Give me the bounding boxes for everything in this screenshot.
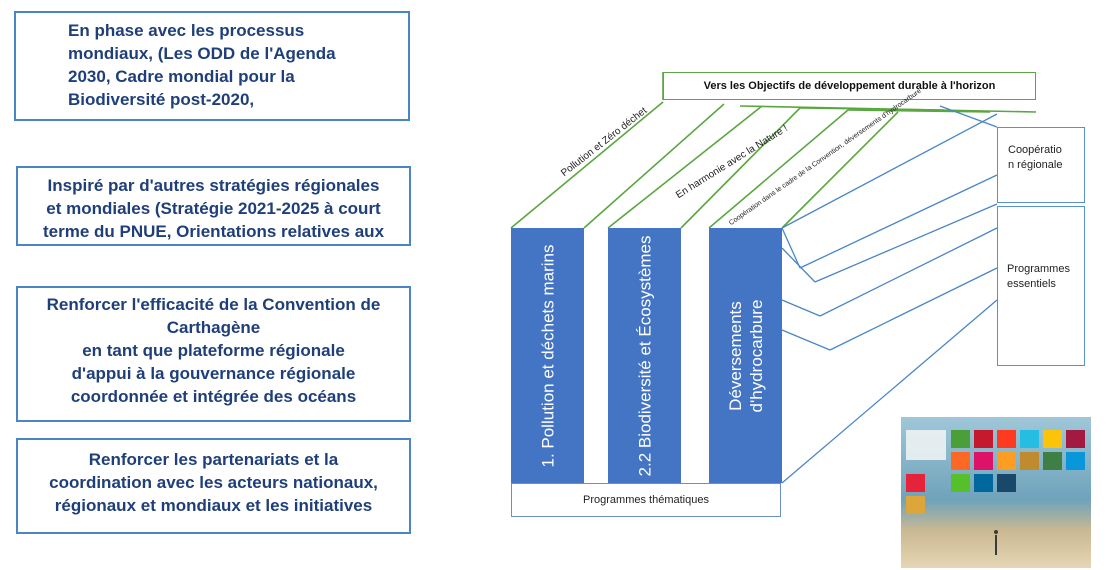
- base-label: Programmes thématiques: [583, 494, 709, 506]
- sdg-tile: [997, 452, 1016, 470]
- inspiration-box: Inspiré par d'autres stratégies régional…: [16, 166, 411, 246]
- box3-line: Renforcer l'efficacité de la Convention …: [46, 295, 381, 314]
- sdg-tile: [997, 474, 1016, 492]
- box3-line: coordonnée et intégrée des océans: [70, 387, 357, 406]
- programmes-line: essentiels: [1007, 278, 1056, 290]
- right-lines: [781, 105, 998, 484]
- box3-line: Carthagène: [166, 318, 261, 337]
- sdg-tile: [951, 474, 970, 492]
- box1-line: mondiaux, (Les ODD de l'Agenda: [68, 44, 336, 63]
- sdg-tile: [951, 452, 970, 470]
- roof-lines: [510, 72, 1037, 229]
- sdg-tile: [906, 474, 925, 492]
- cooperation-line: n régionale: [1008, 159, 1063, 171]
- sdg-tile: [1043, 452, 1062, 470]
- essential-programmes-box: Programmes essentiels: [997, 206, 1085, 366]
- sdg-goal-header: Vers les Objectifs de développement dura…: [663, 72, 1036, 100]
- partnerships-box: Renforcer les partenariats et la coordin…: [16, 438, 411, 534]
- regional-cooperation-box: Coopératio n régionale: [997, 127, 1085, 203]
- sdg-tile: [974, 474, 993, 492]
- box3-line: en tant que plateforme régionale: [82, 341, 345, 360]
- cooperation-line: Coopératio: [1008, 144, 1062, 156]
- sdg-tile: [1020, 430, 1039, 448]
- sdg-tile: [997, 430, 1016, 448]
- pillar-pollution: 1. Pollution et déchets marins: [511, 228, 584, 483]
- box2-line: terme du PNUE, Orientations relatives au…: [42, 222, 385, 241]
- sdg-tile: [906, 496, 925, 514]
- sdg-tile: [974, 452, 993, 470]
- box4-line: régionaux et mondiaux et les initiatives: [54, 496, 373, 515]
- pillar-oil-spills: Déversements d'hydrocarbure: [709, 228, 782, 483]
- programmes-line: Programmes: [1007, 263, 1070, 275]
- box3-line: d'appui à la gouvernance régionale: [71, 364, 356, 383]
- sdg-goals-image: [901, 417, 1091, 568]
- box2-line: Inspiré par d'autres stratégies régional…: [47, 176, 380, 195]
- convention-efficiency-box: Renforcer l'efficacité de la Convention …: [16, 286, 411, 422]
- sdg-tile: [1066, 452, 1085, 470]
- sdg-poster-art: [901, 417, 1091, 568]
- pillar-biodiversity: 2.2 Biodiversité et Écosystèmes: [608, 228, 681, 483]
- box1-line: En phase avec les processus: [68, 21, 305, 40]
- pillar-label: 1. Pollution et déchets marins: [538, 243, 557, 468]
- pillar-label: Déversements d'hydrocarbure: [725, 299, 766, 412]
- sdg-tile: [1043, 430, 1062, 448]
- box4-line: coordination avec les acteurs nationaux,: [49, 473, 378, 492]
- box1-line: Biodiversité post-2020,: [68, 90, 255, 109]
- box2-line: et mondiales (Stratégie 2021-2025 à cour…: [46, 199, 381, 218]
- pillar-label: 2.2 Biodiversité et Écosystèmes: [635, 235, 654, 476]
- global-alignment-box: En phase avec les processus mondiaux, (L…: [14, 11, 410, 121]
- goal-label: Vers les Objectifs de développement dura…: [703, 80, 996, 92]
- sdg-tile: [1020, 452, 1039, 470]
- thematic-programmes-base: Programmes thématiques: [511, 483, 781, 517]
- sdg-tile: [951, 430, 970, 448]
- sdg-tile: [974, 430, 993, 448]
- sdg-tile: [1066, 430, 1085, 448]
- box4-line: Renforcer les partenariats et la: [88, 450, 339, 469]
- box1-line: 2030, Cadre mondial pour la: [68, 67, 295, 86]
